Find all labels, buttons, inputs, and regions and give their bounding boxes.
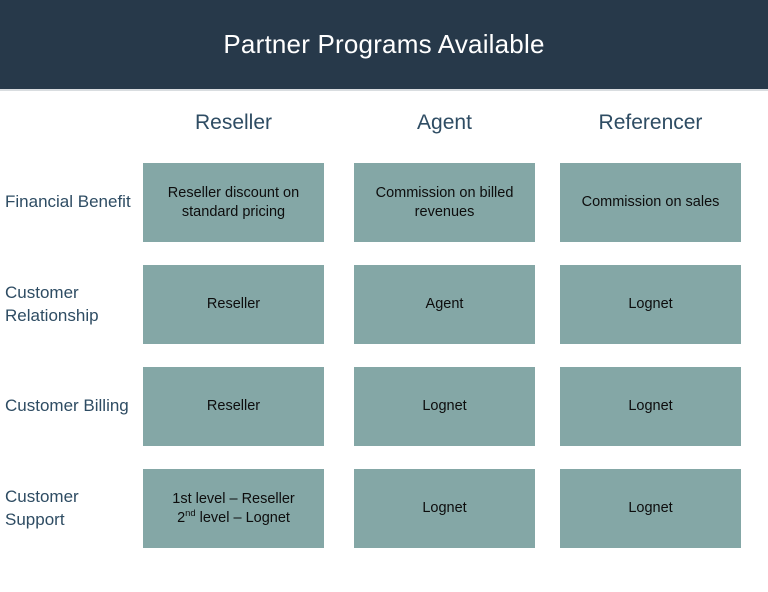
row-label-financial-benefit: Financial Benefit — [5, 192, 131, 212]
cell-gap — [535, 469, 560, 548]
matrix-row: Customer Support 1st level – Reseller 2n… — [0, 469, 768, 548]
cell-customer-support-referencer: Lognet — [560, 469, 741, 548]
matrix-row-cells: Reseller Lognet Lognet — [143, 367, 768, 446]
cell-gap — [324, 367, 354, 446]
matrix-body: Financial Benefit Reseller discount on s… — [0, 163, 768, 548]
column-header-referencer: Referencer — [598, 111, 703, 134]
cell-financial-benefit-reseller: Reseller discount on standard pricing — [143, 163, 324, 242]
row-label-customer-billing: Customer Billing — [5, 396, 129, 416]
title-banner: Partner Programs Available — [0, 0, 768, 89]
matrix-row-cells: 1st level – Reseller 2nd level – Lognet … — [143, 469, 768, 548]
cell-financial-benefit-agent: Commission on billed revenues — [354, 163, 535, 242]
column-gap-2 — [535, 111, 560, 147]
support-level-2-number: 2 — [177, 509, 186, 526]
row-label-customer-support: Customer Support — [5, 487, 79, 529]
support-level-2-ordinal-suffix: nd — [185, 506, 196, 518]
matrix-row: Customer Relationship Reseller Agent Log… — [0, 265, 768, 344]
matrix-row-cells: Reseller discount on standard pricing Co… — [143, 163, 768, 242]
cell-gap — [535, 265, 560, 344]
cell-customer-support-agent: Lognet — [354, 469, 535, 548]
column-header-reseller: Reseller — [194, 111, 273, 134]
cell-gap — [535, 163, 560, 242]
support-level-2-text: 2nd level – Lognet — [172, 506, 295, 528]
matrix-row: Customer Billing Reseller Lognet Lognet — [0, 367, 768, 446]
column-gap-1 — [324, 111, 354, 147]
matrix-column-header-row: Reseller Agent Referencer — [143, 111, 751, 147]
support-level-2-rest: level – Lognet — [195, 509, 290, 526]
cell-gap — [324, 469, 354, 548]
support-level-1-text: 1st level – Reseller — [172, 490, 295, 507]
cell-customer-relationship-reseller: Reseller — [143, 265, 324, 344]
cell-customer-support-reseller: 1st level – Reseller 2nd level – Lognet — [143, 469, 324, 548]
page-title: Partner Programs Available — [223, 29, 545, 60]
banner-divider — [0, 89, 768, 91]
cell-gap — [324, 163, 354, 242]
cell-customer-billing-agent: Lognet — [354, 367, 535, 446]
cell-customer-relationship-agent: Agent — [354, 265, 535, 344]
cell-gap — [324, 265, 354, 344]
column-header-agent: Agent — [417, 111, 472, 134]
cell-customer-billing-reseller: Reseller — [143, 367, 324, 446]
matrix-row-cells: Reseller Agent Lognet — [143, 265, 768, 344]
cell-gap — [535, 367, 560, 446]
cell-financial-benefit-referencer: Commission on sales — [560, 163, 741, 242]
row-label-customer-relationship: Customer Relationship — [5, 283, 99, 325]
matrix-row: Financial Benefit Reseller discount on s… — [0, 163, 768, 242]
cell-customer-billing-referencer: Lognet — [560, 367, 741, 446]
partner-programs-matrix: Reseller Agent Referencer Financial Bene… — [0, 89, 768, 592]
cell-customer-relationship-referencer: Lognet — [560, 265, 741, 344]
